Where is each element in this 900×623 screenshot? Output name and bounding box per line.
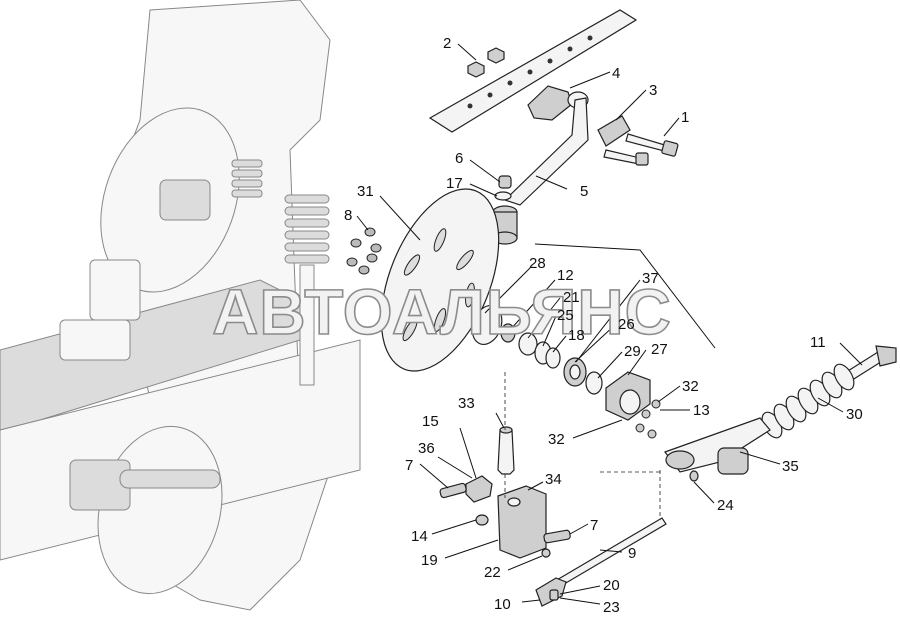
bolt-1a (625, 133, 669, 153)
label-7b: 7 (590, 517, 598, 534)
callout-labels: 2 4 3 1 6 5 17 31 8 28 12 37 21 25 26 18… (344, 35, 863, 616)
label-1: 1 (681, 109, 689, 126)
label-29: 29 (624, 343, 641, 360)
bolt-1b (603, 149, 641, 165)
label-3: 3 (649, 82, 657, 99)
label-6: 6 (455, 150, 463, 167)
label-20: 20 (603, 577, 620, 594)
label-14: 14 (411, 528, 428, 545)
label-34: 34 (545, 471, 562, 488)
nut-2a (467, 61, 485, 78)
parts (346, 9, 897, 607)
label-36: 36 (418, 440, 435, 457)
label-19: 19 (421, 552, 438, 569)
label-13: 13 (693, 402, 710, 419)
label-22: 22 (484, 564, 501, 581)
nut-14 (475, 514, 489, 526)
label-33: 33 (458, 395, 475, 412)
background-spring (284, 194, 330, 386)
label-27: 27 (651, 341, 668, 358)
slotted-bar (428, 9, 638, 133)
label-24: 24 (717, 497, 734, 514)
nut-20 (549, 589, 559, 601)
ring-18 (545, 347, 561, 369)
label-7a: 7 (405, 457, 413, 474)
bolt-6 (498, 175, 512, 189)
background-assembly (0, 0, 361, 611)
spring-30 (761, 363, 855, 439)
label-2: 2 (443, 35, 451, 52)
background-spring-2 (231, 159, 263, 198)
label-32b: 32 (548, 431, 565, 448)
label-23: 23 (603, 599, 620, 616)
pin-24 (689, 470, 699, 482)
label-18: 18 (568, 327, 585, 344)
label-8: 8 (344, 207, 352, 224)
nut-22 (541, 548, 551, 558)
label-25: 25 (557, 307, 574, 324)
leader-lines (356, 43, 863, 605)
label-31: 31 (357, 183, 374, 200)
label-28: 28 (529, 255, 546, 272)
screw-7b (543, 529, 571, 544)
label-32a: 32 (682, 378, 699, 395)
ring-29 (585, 371, 603, 395)
label-4: 4 (612, 65, 620, 82)
label-26: 26 (618, 316, 635, 333)
clamp-3 (597, 115, 631, 147)
label-21: 21 (563, 289, 580, 306)
label-11: 11 (810, 334, 826, 351)
pin-33 (497, 429, 515, 475)
watermark: АВТОАЛЬЯНС (212, 276, 672, 348)
label-9: 9 (628, 545, 636, 562)
washer-17 (494, 191, 512, 201)
label-12: 12 (557, 267, 574, 284)
arm-5 (503, 97, 589, 206)
label-37: 37 (642, 270, 659, 287)
ring-21 (518, 332, 538, 356)
label-10: 10 (494, 596, 511, 613)
label-5: 5 (580, 183, 588, 200)
screws-8 (346, 227, 382, 275)
label-15: 15 (422, 413, 439, 430)
bracket-4 (527, 85, 573, 121)
label-35: 35 (782, 458, 799, 475)
label-17: 17 (446, 175, 463, 192)
clamp-36 (465, 475, 493, 503)
hub-28 (471, 305, 503, 345)
screw-7a (439, 482, 467, 499)
nut-2b (487, 47, 505, 64)
label-30: 30 (846, 406, 863, 423)
